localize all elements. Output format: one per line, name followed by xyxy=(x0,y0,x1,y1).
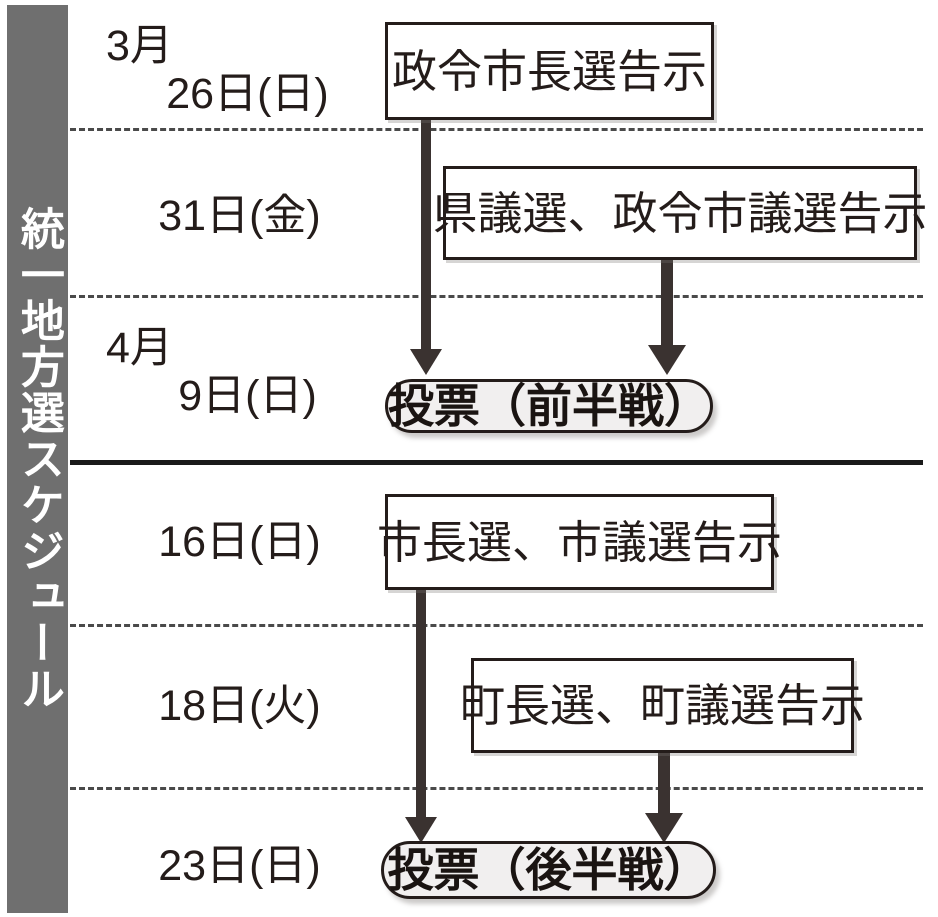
vote-pill-label: 投票（後半戦） xyxy=(387,844,710,896)
event-box-prefectural-assembly-notice[interactable]: 県議選、政令市議選告示 xyxy=(433,166,928,260)
arrow-shaft xyxy=(416,590,426,820)
event-box-city-mayor-assembly-notice[interactable]: 市長選、市議選告示 xyxy=(377,494,782,590)
divider-dashed-1 xyxy=(70,128,923,131)
arrow-head-icon xyxy=(645,813,683,843)
date-day-1: 31日(金) xyxy=(158,192,321,240)
date-day-5: 23日(日) xyxy=(158,842,321,890)
date-month-2: 4月 xyxy=(106,324,173,372)
event-box-town-mayor-assembly-notice[interactable]: 町長選、町議選告示 xyxy=(460,658,865,753)
arrow-mayor-to-vote2 xyxy=(405,590,437,843)
arrow-town-to-vote2 xyxy=(645,752,683,843)
event-box-seirei-mayor-notice[interactable]: 政令市長選告示 xyxy=(385,22,714,120)
date-day-2: 9日(日) xyxy=(178,372,317,421)
date-day-0: 26日(日) xyxy=(166,70,329,119)
arrow-shaft xyxy=(421,120,431,352)
event-box-label: 市長選、市議選告示 xyxy=(377,516,783,568)
divider-dashed-2 xyxy=(70,295,923,298)
vote-pill-second-half[interactable]: 投票（後半戦） xyxy=(381,841,716,899)
divider-dashed-3 xyxy=(70,624,923,627)
date-row-5: 23日(日) xyxy=(88,842,373,890)
vote-pill-first-half[interactable]: 投票（前半戦） xyxy=(385,379,713,433)
arrow-kengi-to-vote1 xyxy=(648,259,686,375)
arrow-head-icon xyxy=(405,817,437,843)
arrow-seirei-mayor-to-vote1 xyxy=(410,120,442,375)
date-row-0: 3月 26日(日) xyxy=(88,22,373,118)
event-box-label: 県議選、政令市議選告示 xyxy=(432,187,928,239)
date-day-4: 18日(火) xyxy=(158,682,321,730)
arrow-head-icon xyxy=(410,349,442,375)
date-row-4: 18日(火) xyxy=(88,682,373,730)
date-month-0: 3月 xyxy=(106,22,173,70)
date-day-3: 16日(日) xyxy=(158,518,321,566)
event-box-label: 政令市長選告示 xyxy=(391,45,707,97)
date-row-2: 4月 9日(日) xyxy=(88,324,373,420)
divider-dashed-4 xyxy=(70,787,923,790)
arrow-shaft xyxy=(658,752,670,817)
event-box-label: 町長選、町議選告示 xyxy=(460,680,866,731)
date-row-3: 16日(日) xyxy=(88,518,373,566)
arrow-shaft xyxy=(661,259,673,349)
arrow-head-icon xyxy=(648,345,686,375)
date-row-1: 31日(金) xyxy=(88,192,373,240)
vote-pill-label: 投票（前半戦） xyxy=(388,380,710,432)
sidebar-title-label: 統一地方選スケジュール xyxy=(13,206,63,712)
divider-solid-phase xyxy=(70,460,923,465)
sidebar-title-bar: 統一地方選スケジュール xyxy=(7,5,68,913)
